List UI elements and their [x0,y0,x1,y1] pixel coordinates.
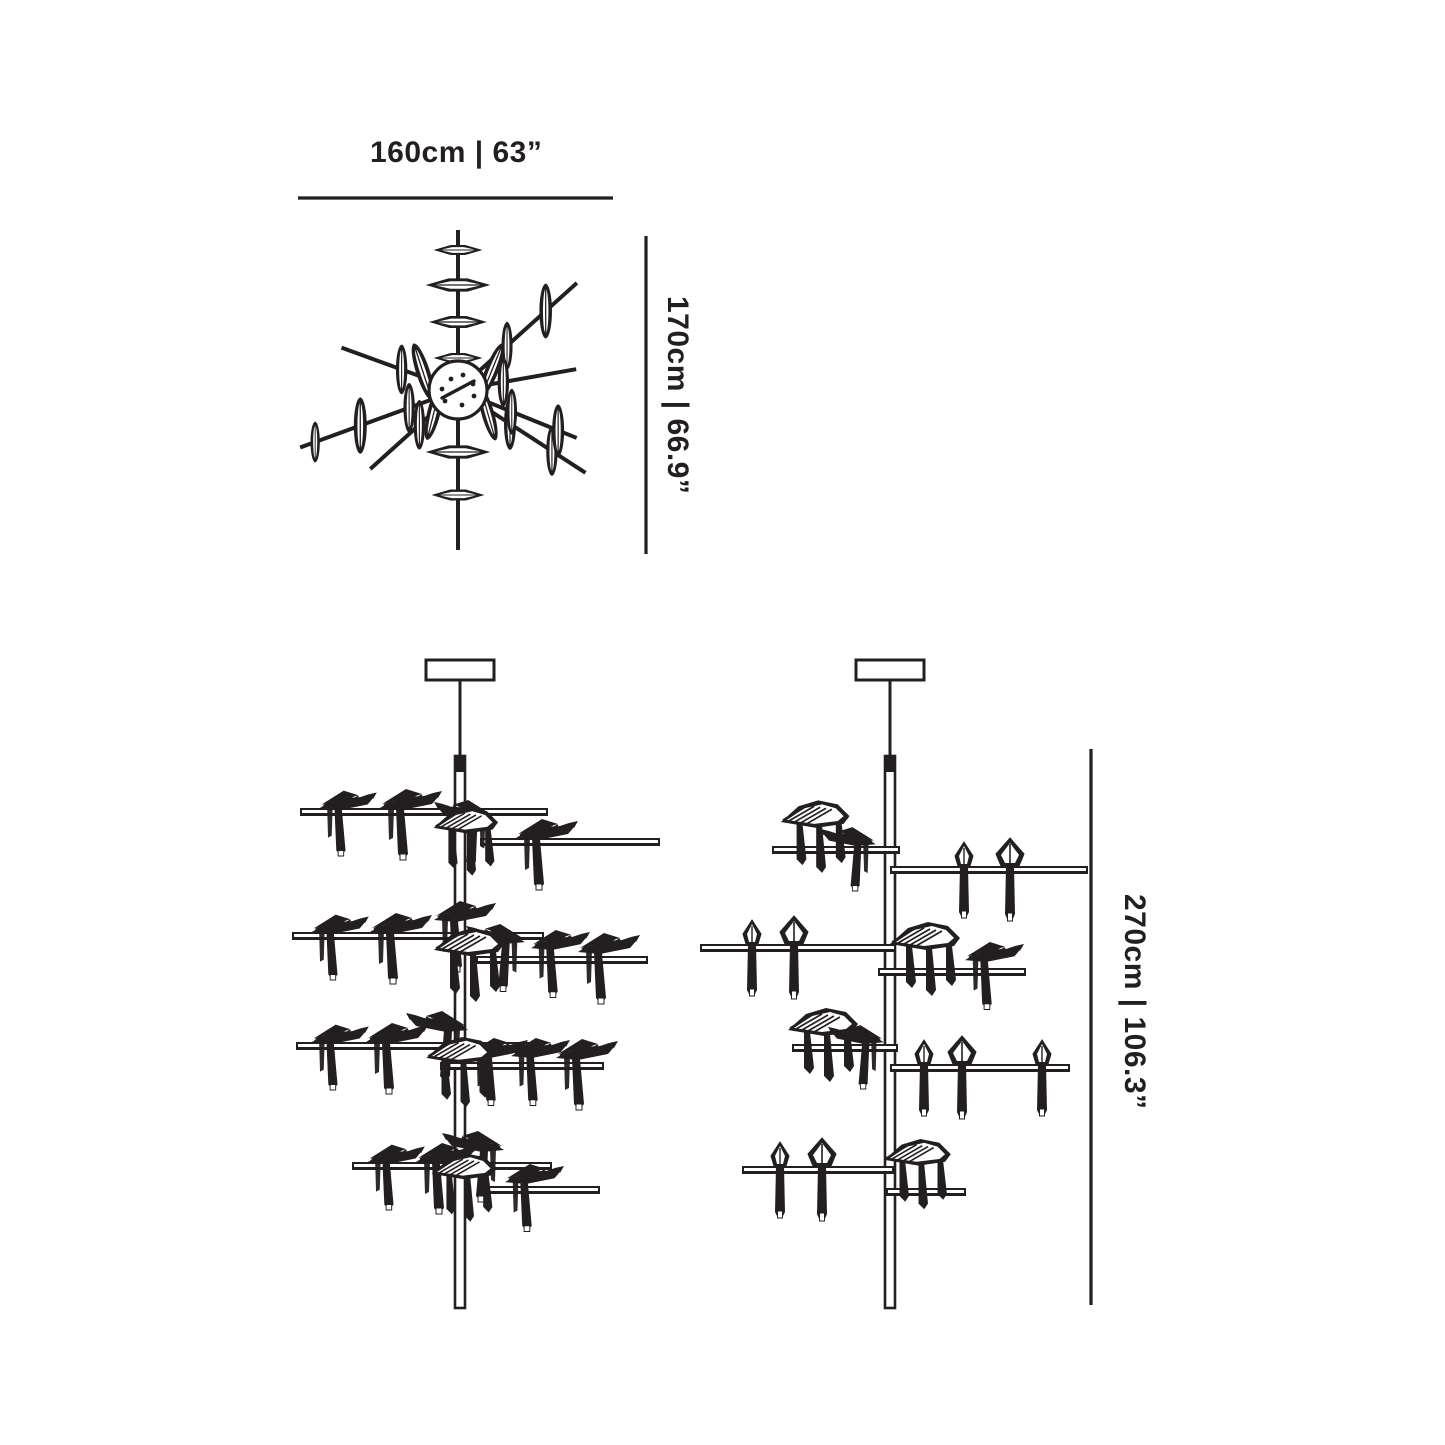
ceiling-canopy-icon [854,658,926,682]
perched-bird-icon [515,818,579,891]
branch-tier-2 [292,900,648,1005]
perched-bird-icon [577,932,641,1005]
perched-bird-icon [319,789,378,857]
bird-plan-icon [551,403,565,458]
bird-plan-icon [428,315,488,329]
perched-bird-icon [311,1023,370,1091]
bird-front-icon [742,919,762,997]
branch-tier-3 [296,1011,619,1111]
bird-plan-icon [425,444,491,460]
bird-plan-icon [433,244,483,256]
dimension-label-width: 160cm | 63” [370,136,543,169]
plan-view [299,230,587,550]
branch-tier-1 [772,799,1088,922]
perched-bird-icon [311,913,370,981]
branch-tier-4 [742,1137,966,1222]
perched-bird-icon [504,1163,565,1233]
perched-bird-icon [369,912,433,985]
perched-bird-icon [828,1025,884,1089]
bird-front-icon [1032,1039,1052,1117]
bird-front-icon [954,841,974,919]
bird-front-icon [995,837,1025,922]
bird-front-icon [947,1035,977,1120]
branch-tier-3 [787,1007,1070,1120]
perched-bird-icon [555,1038,619,1111]
branch-tier-2 [700,915,1026,1011]
bird-plan-icon [538,283,553,339]
side-elevation-view [700,658,1088,1310]
bird-front-icon [770,1141,790,1219]
bird-plan-icon [402,382,416,434]
bird-front-icon [914,1039,934,1117]
bird-plan-icon [395,344,408,395]
bird-plan-icon [413,399,426,451]
bird-plan-icon [425,277,491,293]
bird-plan-icon [310,421,321,463]
central-hub-icon [427,359,489,421]
perched-bird-icon [365,1022,429,1095]
dimension-lines [298,196,1093,1305]
front-elevation-view [292,658,660,1310]
bird-cluster-icon [889,921,961,997]
branch-tier-1 [300,788,660,891]
ceiling-canopy-icon [424,658,496,682]
perched-bird-icon [820,827,876,891]
bird-plan-icon [505,388,518,436]
perched-bird-icon [379,788,443,861]
bird-front-icon [807,1137,837,1222]
bird-plan-icon [353,396,368,455]
perched-bird-icon [367,1143,426,1211]
vertical-stem-icon [883,754,897,1310]
perched-bird-icon [510,1037,571,1107]
bird-plan-icon [430,488,486,502]
bird-front-icon [779,915,809,1000]
branch-tier-4 [352,1131,600,1233]
